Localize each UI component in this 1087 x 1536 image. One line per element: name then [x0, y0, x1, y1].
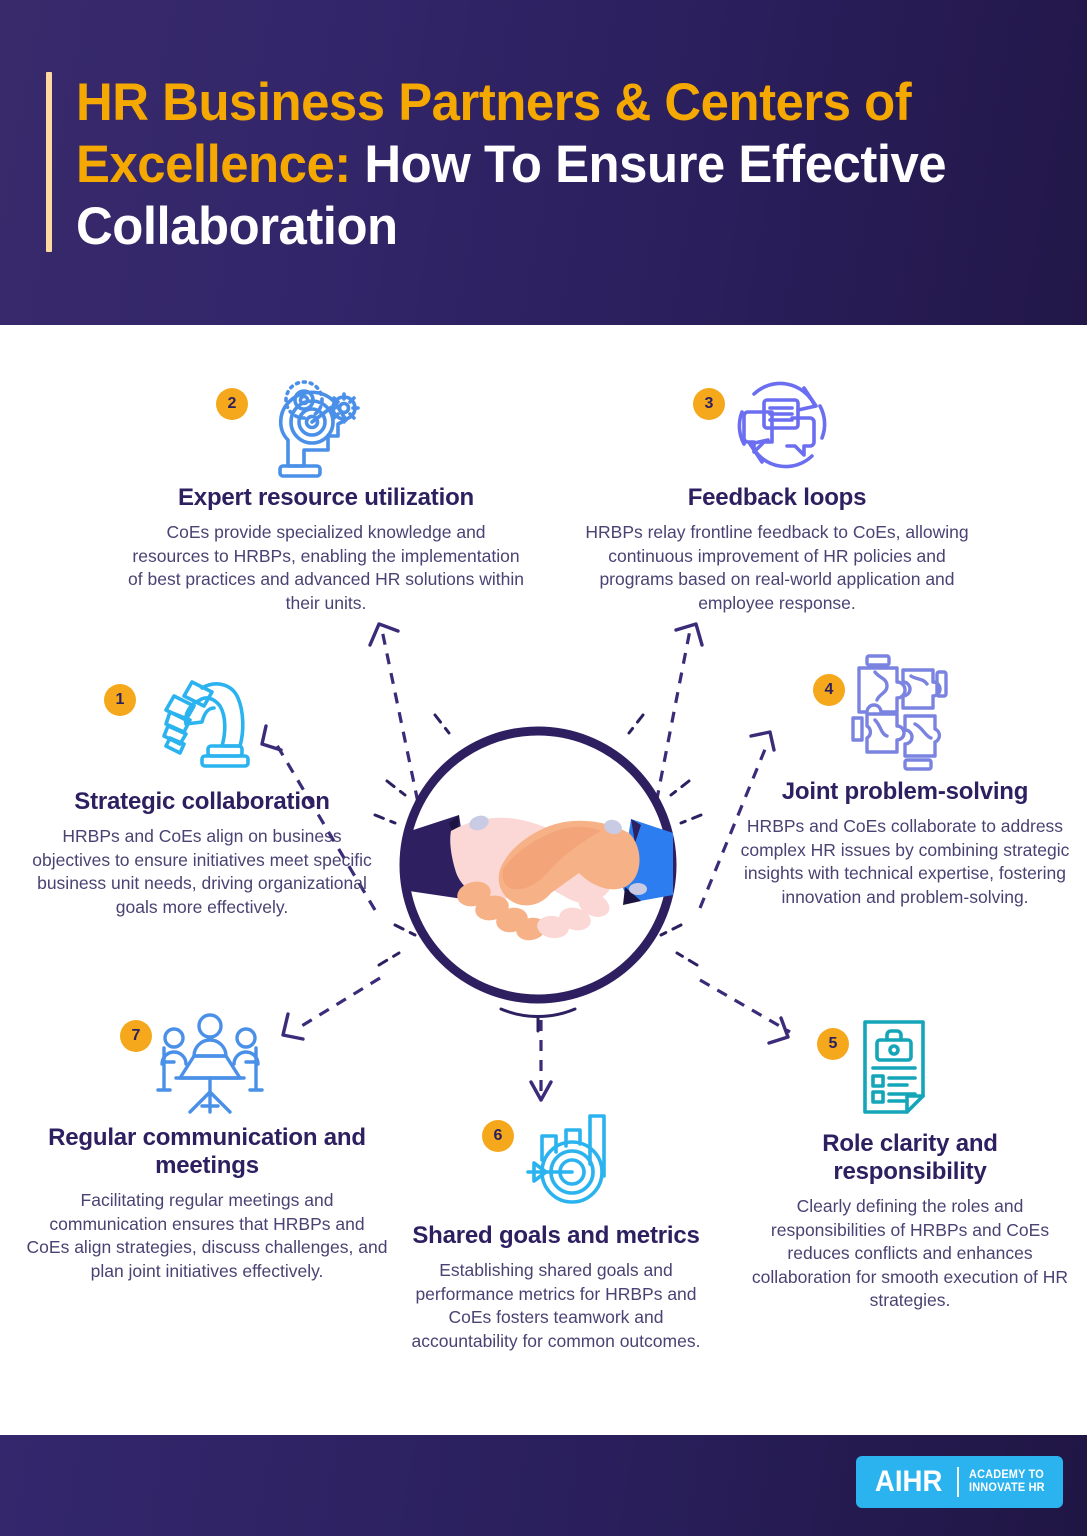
header-banner: HR Business Partners & Centers of Excell…: [0, 0, 1087, 325]
item2-number-badge: 2: [216, 388, 248, 420]
item6-title: Shared goals and metrics: [412, 1222, 700, 1249]
puzzle-pieces-icon: [845, 654, 961, 777]
item6-body: Establishing shared goals and performanc…: [411, 1260, 701, 1351]
item1-number-badge: 1: [104, 684, 136, 716]
footer-banner: AIHR ACADEMY TO INNOVATE HR: [0, 1435, 1087, 1536]
handshake-chess-icon: [146, 676, 258, 785]
item-role-clarity-and-responsibility: 5 Role clarity and responsibility Clearl…: [745, 1018, 1075, 1313]
aihr-logo-tagline-line1: ACADEMY TO: [969, 1469, 1045, 1481]
item4-title: Joint problem-solving: [781, 778, 1029, 805]
item7-icon-row: 7: [26, 1012, 388, 1124]
item4-icon-row: 4: [735, 654, 1075, 778]
item-feedback-loops: 3 Feedback loops HRBPs relay frontline f…: [578, 372, 976, 615]
aihr-logo-tagline-line2: INNOVATE HR: [969, 1482, 1046, 1494]
title-wrap: HR Business Partners & Centers of Excell…: [46, 72, 1006, 258]
target-bar-chart-icon: [514, 1112, 622, 1223]
item2-title: Expert resource utilization: [177, 484, 474, 511]
item-joint-problem-solving: 4 Joint problem-solving: [735, 654, 1075, 909]
item2-body: CoEs provide specialized knowledge and r…: [128, 522, 524, 613]
item7-body: Facilitating regular meetings and commun…: [26, 1190, 388, 1281]
center-handshake-graphic: [373, 703, 703, 1033]
page-title: HR Business Partners & Centers of Excell…: [76, 72, 969, 258]
item1-body: HRBPs and CoEs align on business objecti…: [32, 826, 372, 917]
item-strategic-collaboration: 1 Strategic collaboration HRBPs and CoEs…: [22, 676, 382, 919]
arrowhead-item2: [368, 622, 400, 647]
item6-icon-row: 6: [396, 1110, 716, 1222]
item3-title: Feedback loops: [687, 484, 867, 511]
item-shared-goals-and-metrics: 6 Shared goals and metrics Establishing …: [396, 1110, 716, 1353]
item3-body: HRBPs relay frontline feedback to CoEs, …: [585, 522, 969, 613]
item4-number-badge: 4: [813, 674, 845, 706]
arrowhead-item6: [529, 1080, 553, 1102]
aihr-logo-tagline: ACADEMY TO INNOVATE HR: [969, 1469, 1049, 1495]
item7-title: Regular communication and meetings: [48, 1124, 366, 1179]
item5-icon-row: 5: [745, 1018, 1075, 1130]
page-title-accent: HR Business Partners & Centers of Excell…: [76, 73, 912, 194]
item3-icon-row: 3: [578, 372, 976, 484]
item-regular-communication-and-meetings: 7 Regular communication and: [26, 1012, 388, 1283]
head-gear-target-icon: [264, 374, 368, 487]
item7-number-badge: 7: [120, 1020, 152, 1052]
item5-title: Role clarity and responsibility: [822, 1130, 998, 1185]
page-title-rest: How To Ensure Effective Collaboration: [76, 135, 947, 256]
item4-body: HRBPs and CoEs collaborate to address co…: [740, 816, 1070, 907]
job-document-icon: [857, 1018, 943, 1127]
item-expert-resource-utilization: 2 E: [126, 372, 526, 615]
item1-icon-row: 1: [22, 676, 382, 788]
title-accent-bar: [46, 72, 52, 252]
item6-number-badge: 6: [482, 1120, 514, 1152]
aihr-logo[interactable]: AIHR ACADEMY TO INNOVATE HR: [855, 1456, 1063, 1508]
chat-loop-icon: [734, 374, 830, 481]
item5-body: Clearly defining the roles and responsib…: [751, 1196, 1069, 1310]
meeting-table-icon: [154, 1012, 266, 1125]
item1-title: Strategic collaboration: [74, 788, 330, 815]
aihr-logo-main: AIHR: [874, 1465, 943, 1498]
aihr-logo-divider: [957, 1467, 960, 1497]
item5-number-badge: 5: [817, 1028, 849, 1060]
item3-number-badge: 3: [693, 388, 725, 420]
item2-icon-row: 2: [126, 372, 526, 484]
arrowhead-item3: [674, 622, 704, 647]
